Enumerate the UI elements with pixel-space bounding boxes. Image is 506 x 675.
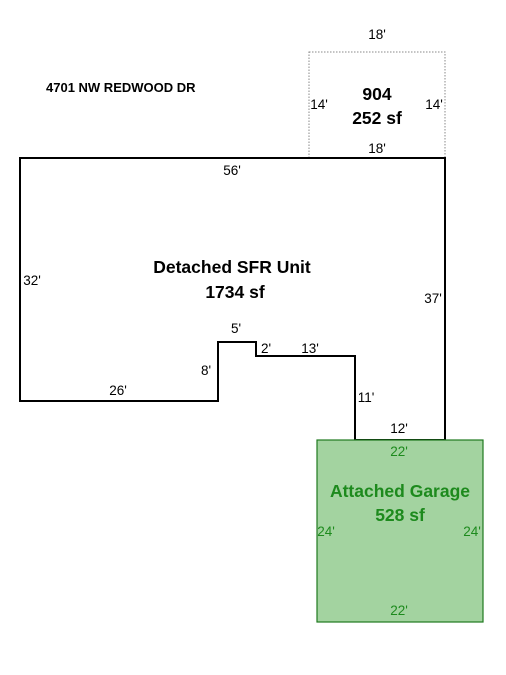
addition-dim-top: 18' [368, 27, 386, 42]
addition-area: 252 sf [352, 108, 402, 128]
addition-dim-bottom: 18' [368, 141, 386, 156]
addition-dim-right: 14' [425, 97, 443, 112]
main-dim-bottom-left: 26' [109, 383, 127, 398]
garage-dim-top: 22' [390, 444, 408, 459]
garage-area: 528 sf [375, 505, 425, 525]
garage-outline [316, 439, 484, 623]
garage-dim-right: 24' [463, 524, 481, 539]
garage-dim-left: 24' [317, 524, 335, 539]
garage-label: Attached Garage [330, 481, 470, 501]
main-dwelling-outline [19, 157, 446, 441]
main-dim-step-up-left: 8' [201, 363, 211, 378]
addition-dim-left: 14' [310, 97, 328, 112]
garage-dim-bottom: 22' [390, 603, 408, 618]
main-dim-right: 37' [424, 291, 442, 306]
main-dwelling-area: 1734 sf [205, 282, 265, 302]
main-dim-top: 56' [223, 163, 241, 178]
main-dim-left: 32' [23, 273, 41, 288]
main-dim-ledge: 13' [301, 341, 319, 356]
main-dim-step-down: 2' [261, 341, 271, 356]
main-dim-drop: 11' [358, 390, 375, 405]
addition-label: 904 [362, 84, 391, 104]
main-dim-step-top: 5' [231, 321, 241, 336]
property-address: 4701 NW REDWOOD DR [46, 80, 196, 95]
main-dim-bottom-right: 12' [390, 421, 408, 436]
main-dwelling-label: Detached SFR Unit [153, 257, 311, 277]
